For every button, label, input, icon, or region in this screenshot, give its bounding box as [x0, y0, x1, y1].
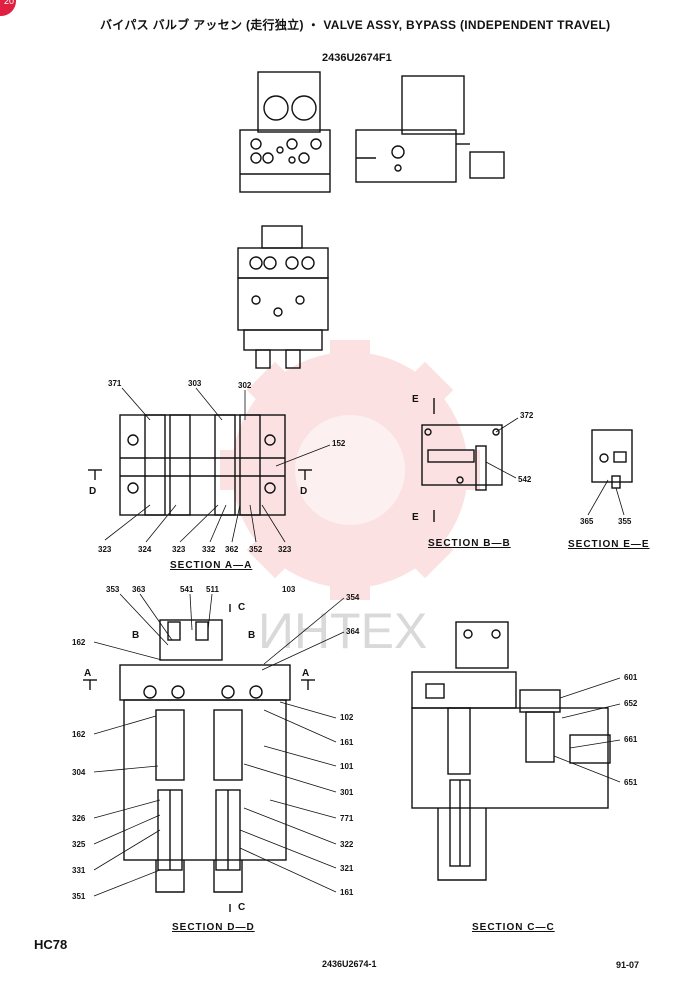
cut-mark-d-right: D [300, 486, 307, 497]
drawing-title: バイパス バルブ アッセン (走行独立) ・ VALVE ASSY, BYPAS… [100, 18, 611, 32]
callout-353: 353 [106, 585, 120, 594]
callout-161-top: 161 [340, 738, 354, 747]
callout-332: 332 [202, 545, 216, 554]
callout-541: 541 [180, 585, 194, 594]
leader-lines [93, 387, 625, 897]
section-ee-drawing [591, 429, 633, 489]
cut-mark-e-bottom: E [412, 512, 419, 523]
section-bb-label: SECTION B—B [428, 538, 511, 549]
callout-372: 372 [520, 411, 534, 420]
section-dd-label: SECTION D—D [172, 922, 255, 933]
section-ee-label: SECTION E—E [568, 539, 650, 550]
assembly-top-view [237, 225, 329, 369]
cut-mark-b-right: B [248, 630, 255, 641]
callout-325: 325 [72, 840, 86, 849]
callout-323-right: 323 [278, 545, 292, 554]
callout-661: 661 [624, 735, 638, 744]
section-aa-drawing [88, 414, 312, 516]
section-cc-drawing [411, 621, 611, 881]
callout-102: 102 [340, 713, 354, 722]
assembly-front-view [239, 71, 331, 193]
callout-301: 301 [340, 788, 354, 797]
callout-364: 364 [346, 627, 360, 636]
callout-322: 322 [340, 840, 354, 849]
section-dd-drawing [83, 604, 315, 912]
model-code: HC78 [34, 937, 68, 952]
section-cc-label: SECTION C—C [472, 922, 555, 933]
callout-152: 152 [332, 439, 346, 448]
cut-mark-a-right: A [302, 668, 309, 679]
section-aa-label: SECTION A—A [170, 560, 253, 571]
callout-162-bottom: 162 [72, 730, 86, 739]
date-code: 91-07 [616, 960, 640, 970]
callout-652: 652 [624, 699, 638, 708]
drawing-number: 2436U2674-1 [322, 959, 377, 969]
callout-511: 511 [206, 585, 219, 594]
cut-mark-e-top: E [412, 394, 419, 405]
part-number: 2436U2674F1 [322, 52, 392, 64]
section-bb-drawing [421, 398, 503, 522]
callout-101: 101 [340, 762, 354, 771]
callout-363: 363 [132, 585, 146, 594]
callout-304: 304 [72, 768, 86, 777]
callout-323-left: 323 [98, 545, 112, 554]
callout-331: 331 [72, 866, 86, 875]
watermark-gear-inner [295, 415, 405, 525]
callout-326: 326 [72, 814, 86, 823]
cut-mark-c-bottom: C [238, 902, 245, 913]
callout-323-mid: 323 [172, 545, 186, 554]
callout-355: 355 [618, 517, 632, 526]
callout-352: 352 [249, 545, 263, 554]
callout-771: 771 [340, 814, 354, 823]
callout-324: 324 [138, 545, 152, 554]
callout-354: 354 [346, 593, 360, 602]
callout-303: 303 [188, 379, 202, 388]
callout-351: 351 [72, 892, 86, 901]
watermark-text: ИНТЕХ [258, 603, 427, 659]
cut-mark-d-left: D [89, 486, 96, 497]
cut-mark-b-left: B [132, 630, 139, 641]
callout-601: 601 [624, 673, 638, 682]
callout-371: 371 [108, 379, 122, 388]
cut-mark-c-top: C [238, 602, 245, 613]
callout-542: 542 [518, 475, 532, 484]
cut-mark-a-left: A [84, 668, 91, 679]
callout-302: 302 [238, 381, 252, 390]
callout-365: 365 [580, 517, 594, 526]
callout-161-bottom: 161 [340, 888, 354, 897]
callout-162-top: 162 [72, 638, 86, 647]
assembly-side-view [355, 75, 505, 183]
callout-651: 651 [624, 778, 638, 787]
callout-321: 321 [340, 864, 354, 873]
callout-362: 362 [225, 545, 239, 554]
page-corner-badge: 20 [0, 0, 16, 16]
callout-103: 103 [282, 585, 296, 594]
